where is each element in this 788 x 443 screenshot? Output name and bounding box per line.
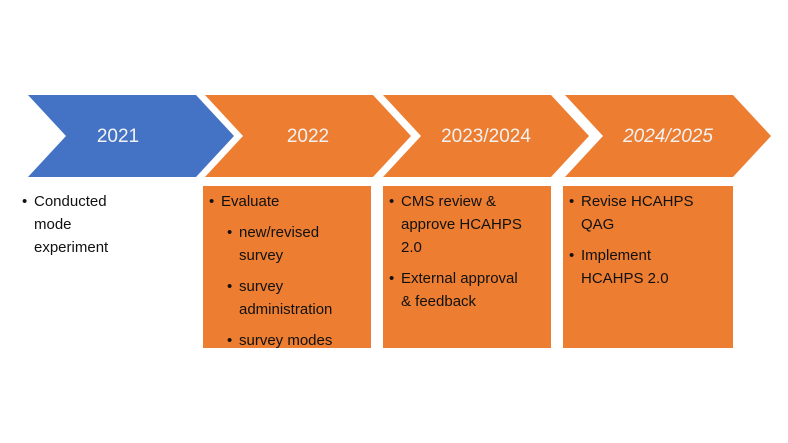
- bullet-icon: •: [227, 278, 233, 295]
- bullet-icon: •: [389, 193, 395, 210]
- list-item: • Conducted mode experiment: [22, 190, 180, 259]
- list-item: • new/revised survey: [227, 221, 369, 267]
- content-2023-2024: • CMS review & approve HCAHPS 2.0 • Exte…: [383, 186, 551, 348]
- list-item-text: Revise HCAHPS QAG: [581, 193, 694, 233]
- content-2021: • Conducted mode experiment: [22, 186, 182, 348]
- list-item-text: CMS review & approve HCAHPS 2.0: [401, 193, 522, 256]
- chevron-2021: 2021: [28, 95, 234, 177]
- chevron-2022-label: 2022: [286, 125, 330, 147]
- list-item-text: new/revised survey: [239, 224, 320, 264]
- bullet-icon: •: [569, 193, 575, 210]
- list-item: • survey administration: [227, 275, 369, 321]
- list-item-text: External approval & feedback: [401, 270, 518, 310]
- list-item: • Revise HCAHPS QAG: [569, 190, 731, 236]
- list-item: • Evaluate: [209, 190, 369, 213]
- chevron-2024-2025: 2024/2025: [565, 95, 771, 177]
- bullet-icon: •: [227, 224, 233, 241]
- bullet-icon: •: [227, 332, 233, 349]
- bullet-icon: •: [569, 247, 575, 264]
- chevron-2022: 2022: [205, 95, 411, 177]
- list-item: • survey modes: [227, 329, 369, 352]
- list-item-text: Evaluate: [221, 193, 280, 210]
- chevron-2024-2025-label: 2024/2025: [623, 125, 713, 147]
- chevron-2021-label: 2021: [96, 125, 140, 147]
- chevron-2023-2024: 2023/2024: [383, 95, 589, 177]
- list-item: • External approval & feedback: [389, 267, 549, 313]
- list-item-text: Implement HCAHPS 2.0: [581, 247, 669, 287]
- chevron-2023-2024-label: 2023/2024: [441, 125, 531, 147]
- list-item-text: Conducted mode experiment: [34, 193, 109, 256]
- list-item: • CMS review & approve HCAHPS 2.0: [389, 190, 549, 259]
- bullet-icon: •: [389, 270, 395, 287]
- bullet-icon: •: [209, 193, 215, 210]
- content-2022: • Evaluate • new/revised survey • survey…: [203, 186, 371, 349]
- bullet-icon: •: [22, 193, 28, 210]
- content-2024-2025: • Revise HCAHPS QAG • Implement HCAHPS 2…: [563, 186, 733, 348]
- list-item-text: survey modes: [239, 332, 333, 349]
- list-item: • Implement HCAHPS 2.0: [569, 244, 731, 290]
- list-item-text: survey administration: [239, 278, 333, 318]
